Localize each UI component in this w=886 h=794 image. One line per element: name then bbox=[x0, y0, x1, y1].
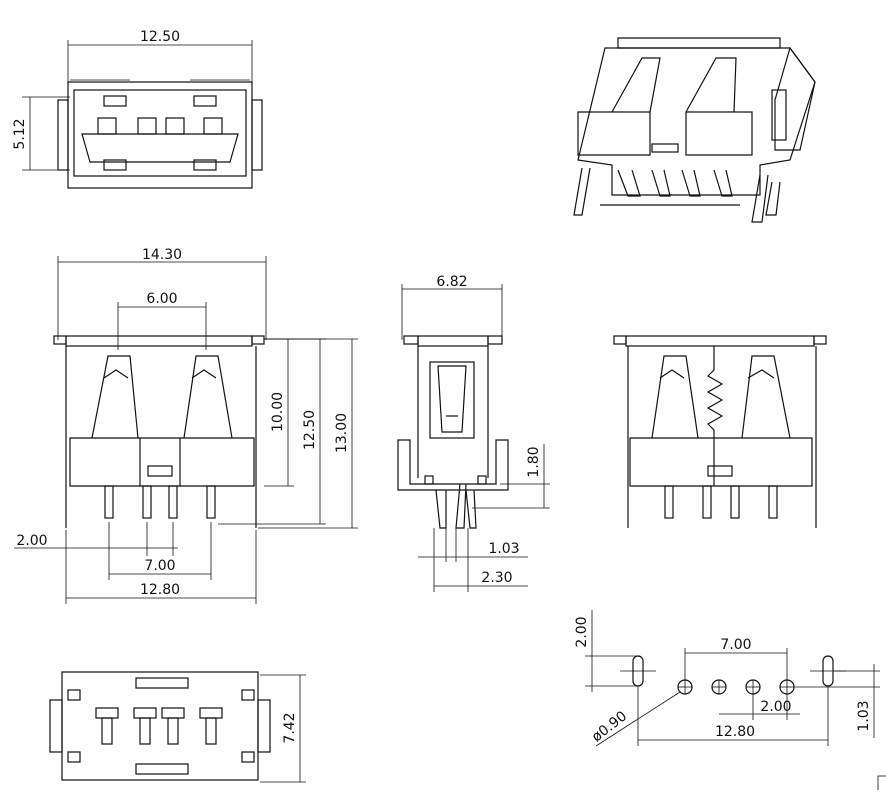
foot-span-label: 12.80 bbox=[140, 582, 180, 598]
pcb-footprint: 2.00 7.00 2.00 ø0.90 12.80 1.03 bbox=[574, 610, 886, 790]
slot-span-label: 12.80 bbox=[715, 724, 755, 740]
height1-label: 10.00 bbox=[270, 392, 286, 432]
side-profile-view: 6.82 1.80 1.03 2.30 bbox=[397, 274, 550, 592]
bottom-height-label: 7.42 bbox=[282, 712, 298, 743]
hole-pitch-label: 2.00 bbox=[760, 699, 791, 715]
hole-diameter-label: ø0.90 bbox=[589, 708, 630, 745]
isometric-view bbox=[573, 37, 816, 223]
pin-pitch-label: 2.00 bbox=[16, 533, 47, 549]
post-spacing-label: 6.00 bbox=[146, 291, 177, 307]
front-view: 12.50 5.12 bbox=[12, 29, 263, 189]
profile-pin-thk-label: 1.03 bbox=[488, 541, 519, 557]
overall-width-label: 14.30 bbox=[142, 247, 182, 263]
profile-offset-label: 1.80 bbox=[526, 446, 542, 477]
right-side-view bbox=[613, 335, 827, 528]
bottom-view: 7.42 bbox=[49, 671, 306, 783]
row-offset-label: 1.03 bbox=[856, 700, 872, 731]
height2-label: 12.50 bbox=[302, 410, 318, 450]
profile-pin-span-label: 2.30 bbox=[481, 570, 512, 586]
slot-height-label: 2.00 bbox=[574, 616, 590, 647]
profile-width-label: 6.82 bbox=[436, 274, 467, 290]
front-width-label: 12.50 bbox=[140, 29, 180, 45]
pin-span-label: 7.00 bbox=[144, 558, 175, 574]
hole-span-label: 7.00 bbox=[720, 637, 751, 653]
main-side-view: 14.30 6.00 10.00 12.50 13.00 bbox=[14, 247, 358, 604]
front-height-label: 5.12 bbox=[12, 118, 28, 149]
height3-label: 13.00 bbox=[334, 413, 350, 453]
